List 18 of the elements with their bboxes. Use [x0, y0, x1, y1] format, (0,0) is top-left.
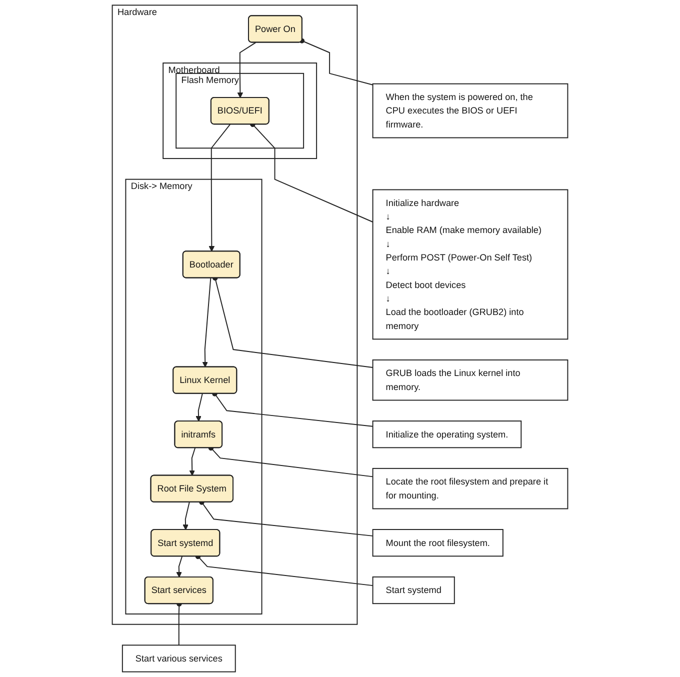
arrow	[182, 502, 190, 530]
connector	[199, 500, 374, 536]
node-box: GRUB loads the Linux kernel into memory.	[372, 359, 568, 401]
node-box: Initialize the operating system.	[372, 420, 522, 448]
node-box: Initialize hardware ↓ Enable RAM (make memory available) ↓ Perform POST (Power-On Self Test) ↓ Detect boot devices ↓ Load the bootloader (GRUB2) into memory	[372, 189, 568, 340]
arrow	[208, 124, 231, 252]
connector	[299, 38, 374, 86]
connector	[212, 391, 374, 427]
arrow	[189, 447, 196, 476]
node-box: When the system is powered on, the CPU executes the BIOS or UEFI firmware.	[372, 83, 568, 138]
node-box: Start various services	[122, 644, 236, 672]
arrow	[202, 278, 212, 368]
node-box: Start systemd	[372, 576, 455, 604]
node-box: Locate the root filesystem and prepare it for mounting.	[372, 468, 568, 510]
arrow	[196, 393, 203, 422]
arrow	[176, 556, 183, 578]
arrow	[237, 42, 256, 98]
node-box: Mount the root filesystem.	[372, 529, 504, 557]
